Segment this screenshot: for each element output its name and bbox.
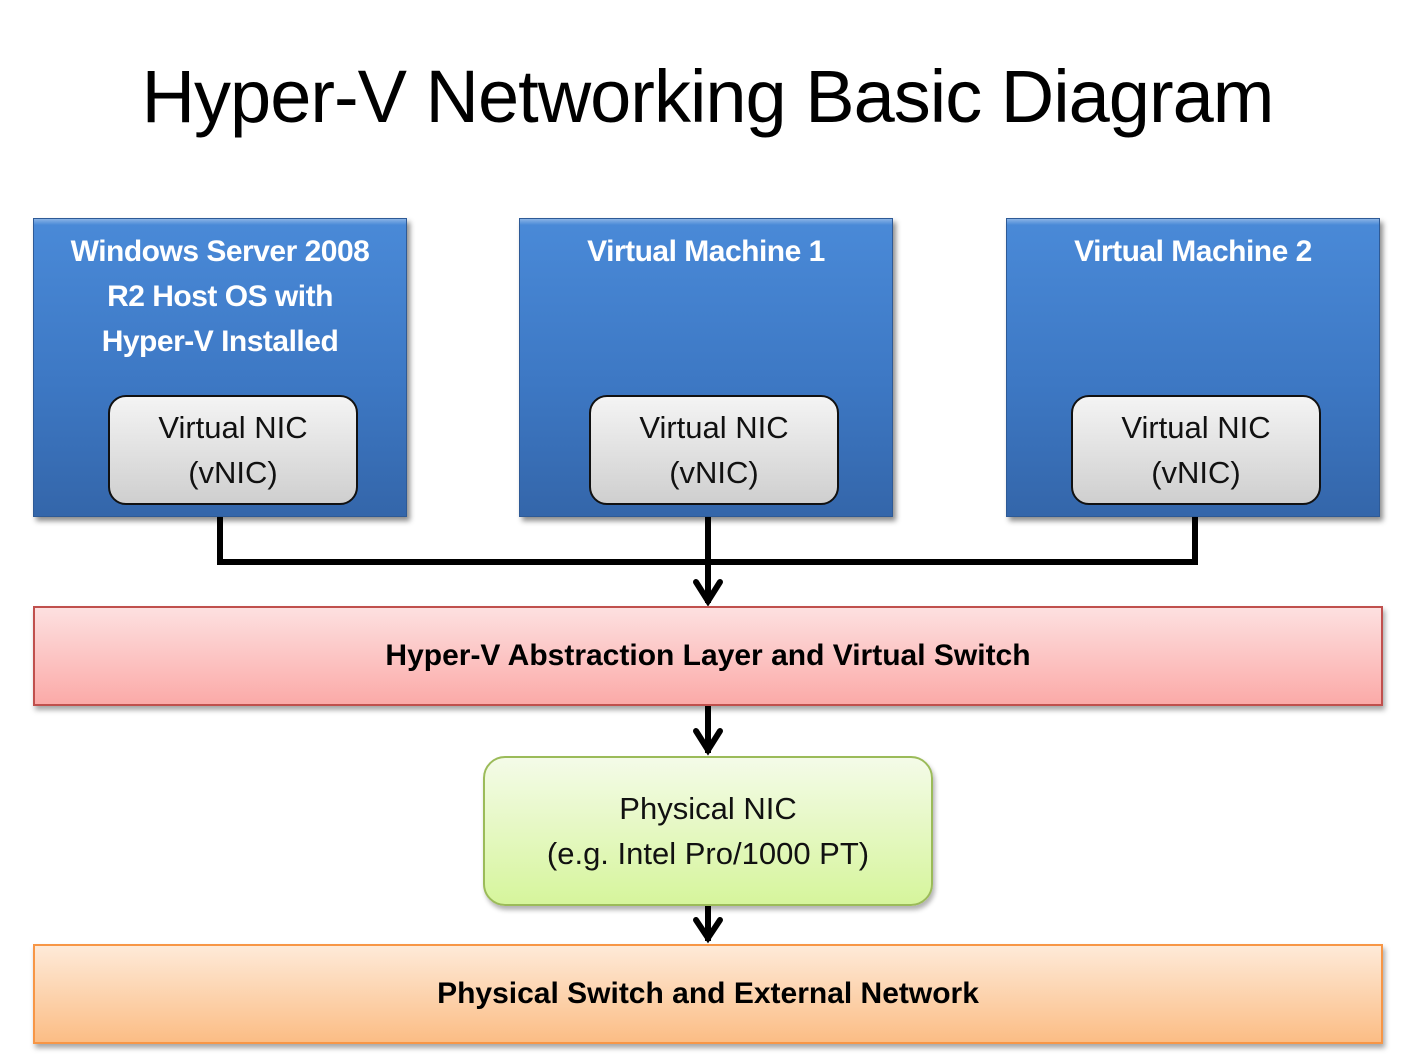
hyperv-switch-label: Hyper-V Abstraction Layer and Virtual Sw… (385, 639, 1031, 672)
physical-network-layer: Physical Switch and External Network (33, 944, 1383, 1044)
vm2-box: Virtual Machine 2 Virtual NIC (vNIC) (1006, 218, 1380, 517)
vm2-vnic-box: Virtual NIC (vNIC) (1071, 395, 1321, 505)
hyperv-switch-layer: Hyper-V Abstraction Layer and Virtual Sw… (33, 606, 1383, 706)
diagram-title: Hyper-V Networking Basic Diagram (141, 55, 1275, 138)
vm2-title: Virtual Machine 2 (1074, 235, 1312, 268)
connector-vm2-to-switch (705, 517, 1198, 565)
vm1-box: Virtual Machine 1 Virtual NIC (vNIC) (519, 218, 893, 517)
arrowhead-switch (693, 579, 723, 607)
vm1-vnic-box: Virtual NIC (vNIC) (589, 395, 839, 505)
vm1-title: Virtual Machine 1 (587, 235, 825, 268)
host-os-title: Windows Server 2008 R2 Host OS with Hype… (70, 235, 370, 358)
connector-host-to-switch (217, 517, 711, 565)
arrowhead-network (693, 917, 723, 944)
physical-nic-box: Physical NIC (e.g. Intel Pro/1000 PT) (483, 756, 933, 906)
arrowhead-pnic (693, 728, 723, 756)
physical-network-label: Physical Switch and External Network (437, 977, 979, 1010)
host-os-box: Windows Server 2008 R2 Host OS with Hype… (33, 218, 407, 517)
host-vnic-box: Virtual NIC (vNIC) (108, 395, 358, 505)
